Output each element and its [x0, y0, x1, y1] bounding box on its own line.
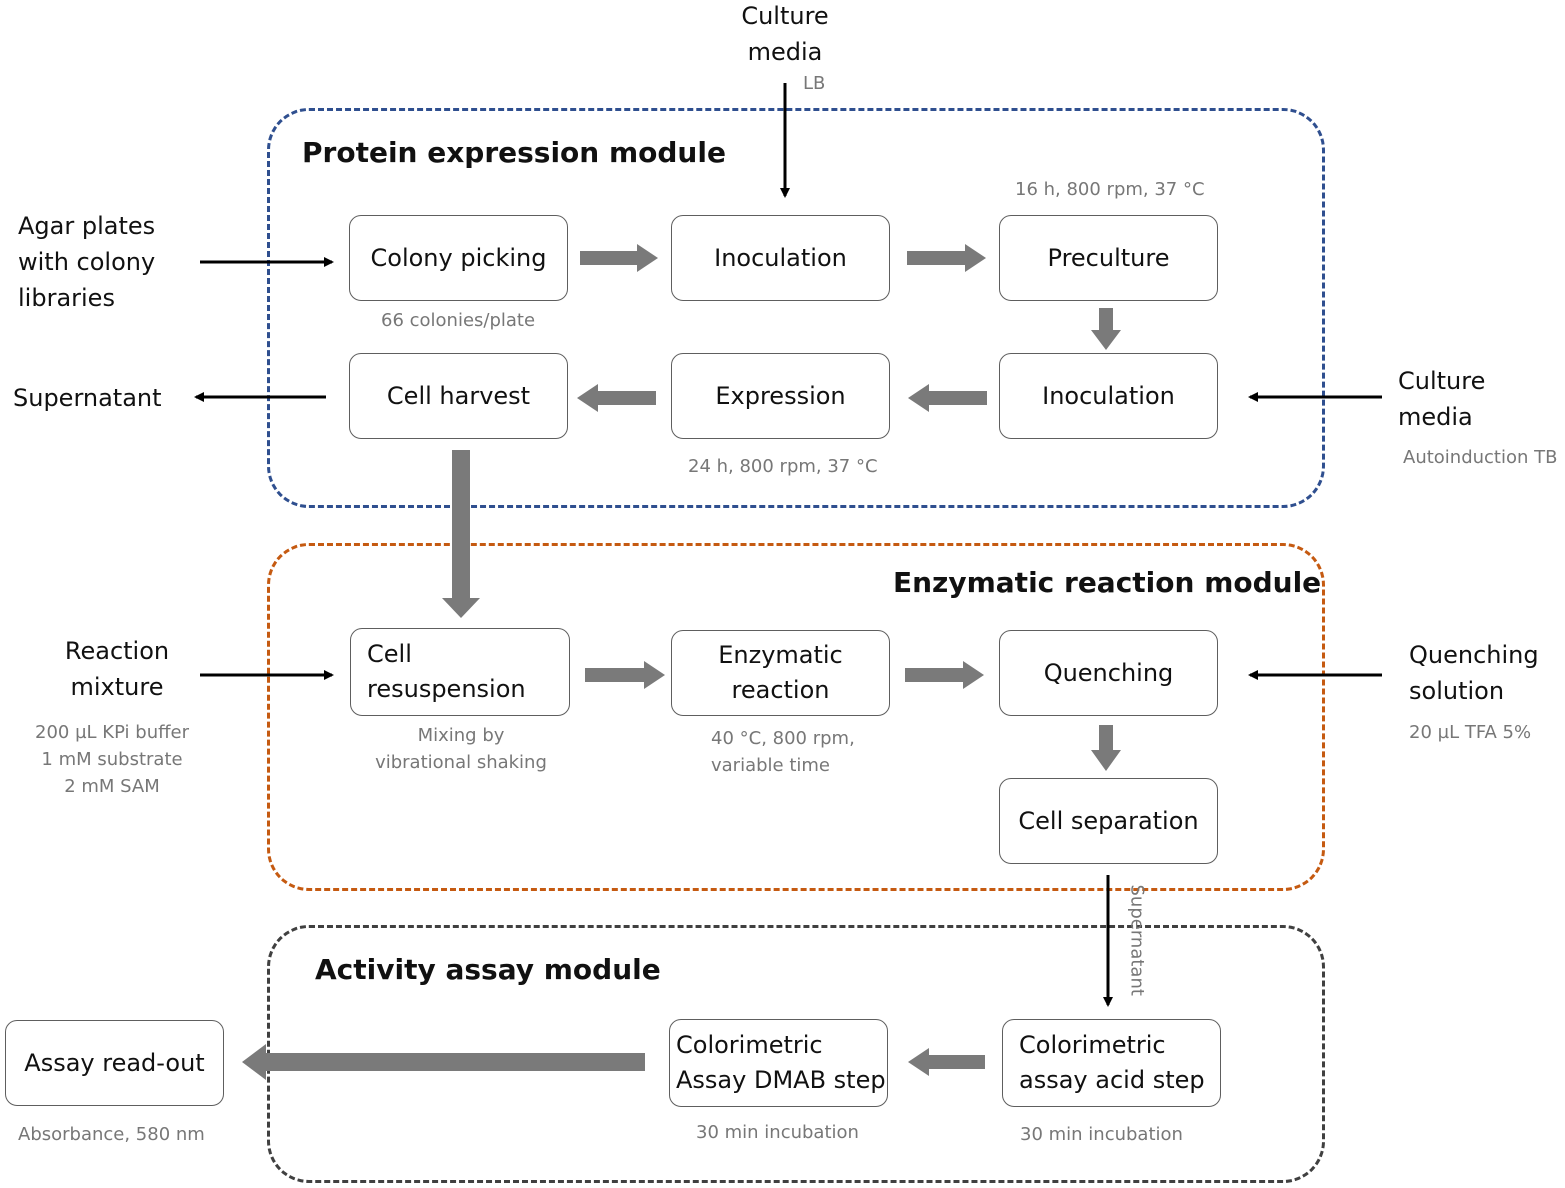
colorimetric-dmab-step: Colorimetric Assay DMAB step: [669, 1019, 888, 1107]
acid-incubation-note: 30 min incubation: [1020, 1124, 1183, 1145]
expression-conditions-note: 24 h, 800 rpm, 37 °C: [688, 456, 878, 477]
arrow-quenching-to-separation: [1091, 725, 1121, 771]
absorbance-note: Absorbance, 580 nm: [18, 1124, 205, 1145]
protein-module-title: Protein expression module: [302, 136, 726, 169]
reaction-mixture-details-note: 200 µL KPi buffer 1 mM substrate 2 mM SA…: [35, 722, 189, 797]
supernatant-vertical-note: Supernatant: [1126, 884, 1148, 996]
supernatant-output-label: Supernatant: [13, 384, 162, 412]
arrow-acid-to-dmab: [908, 1048, 985, 1076]
process-arrows: [242, 244, 1121, 1080]
inoculation-step: Inoculation: [671, 215, 890, 301]
arrow-inoculation-to-preculture: [907, 244, 986, 272]
reaction-conditions-note: 40 °C, 800 rpm, variable time: [711, 728, 855, 776]
culture-media-top-label: Culture media: [741, 2, 829, 66]
preculture-conditions-note: 16 h, 800 rpm, 37 °C: [1015, 179, 1205, 200]
culture-media-right-label: Culture media: [1398, 367, 1486, 431]
agar-plates-label: Agar plates with colony libraries: [18, 212, 156, 312]
lb-note: LB: [803, 73, 826, 94]
enzymatic-reaction-step: Enzymatic reaction: [671, 630, 890, 716]
preculture-step: Preculture: [999, 215, 1218, 301]
mixing-note: Mixing by vibrational shaking: [375, 725, 547, 773]
colony-picking-step: Colony picking: [349, 215, 568, 301]
arrow-harvest-to-resuspension: [442, 450, 480, 618]
arrow-colony-to-inoculation: [580, 244, 658, 272]
input-arrows: [194, 83, 1382, 1007]
expression-step: Expression: [671, 353, 890, 439]
quenching-solution-label: Quenching solution: [1409, 641, 1539, 705]
quenching-step: Quenching: [999, 630, 1218, 716]
assay-readout-step: Assay read-out: [5, 1020, 224, 1106]
cell-harvest-step: Cell harvest: [349, 353, 568, 439]
arrow-reaction-to-quenching: [905, 661, 984, 689]
autoinduction-note: Autoinduction TB: [1403, 447, 1558, 468]
cell-separation-step: Cell separation: [999, 778, 1218, 864]
arrow-preculture-to-inoculation: [1091, 308, 1121, 350]
arrow-inoculation-to-expression: [908, 384, 987, 412]
enzymatic-module-title: Enzymatic reaction module: [893, 566, 1322, 599]
protein-expression-module: [267, 108, 1325, 508]
enzymatic-reaction-module: [267, 543, 1325, 891]
colonies-per-plate-note: 66 colonies/plate: [381, 310, 536, 331]
reaction-mixture-label: Reaction mixture: [64, 637, 170, 701]
inoculation-autoinduction-step: Inoculation: [999, 353, 1218, 439]
arrow-resuspension-to-reaction: [585, 661, 665, 689]
assay-module-title: Activity assay module: [315, 953, 661, 986]
arrow-dmab-to-readout: [242, 1044, 645, 1080]
cell-resuspension-step: Cell resuspension: [350, 628, 570, 716]
dmab-incubation-note: 30 min incubation: [696, 1122, 859, 1143]
colorimetric-acid-step: Colorimetric assay acid step: [1002, 1019, 1221, 1107]
arrow-expression-to-harvest: [577, 384, 656, 412]
quench-details-note: 20 µL TFA 5%: [1409, 722, 1532, 743]
